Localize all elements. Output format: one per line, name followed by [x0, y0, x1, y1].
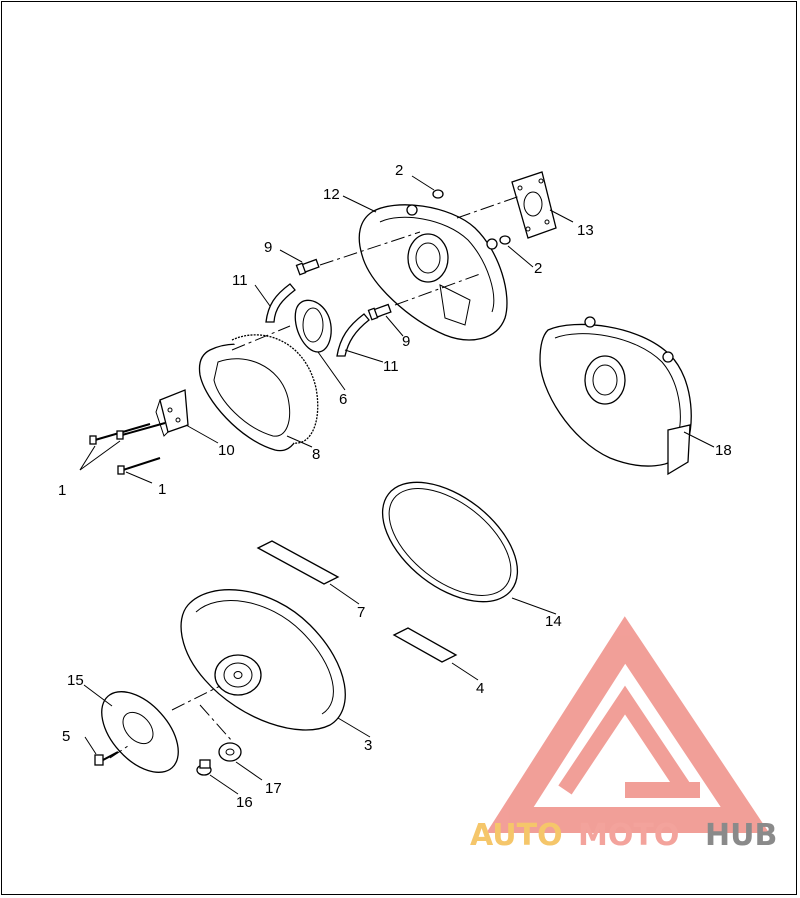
- part-10-bracket: [155, 389, 189, 437]
- callout-12: 12: [323, 186, 340, 203]
- callout-4: 4: [476, 680, 484, 697]
- part-16-fastener: [196, 759, 212, 776]
- watermark-auto: AUTO: [470, 818, 563, 853]
- callout-5: 5: [62, 728, 70, 745]
- part-7-adhesive-strip: [256, 540, 340, 585]
- part-18-backplate-assembly: [539, 316, 692, 476]
- part-15-medallion: [101, 691, 179, 773]
- part-13-gasket: [511, 171, 557, 239]
- watermark-wordmark: AUTO MOTO HUB: [470, 818, 777, 853]
- part-17-washer: [218, 742, 242, 762]
- assembly-centerlines: [109, 195, 521, 759]
- part-9-breather-bolt-upper: [295, 258, 320, 276]
- part-2-oring-upper: [432, 189, 444, 199]
- callout-18: 18: [715, 442, 732, 459]
- part-3-cover: [180, 589, 346, 731]
- part-2-oring-lower: [499, 235, 511, 245]
- callout-14: 14: [545, 613, 562, 630]
- callout-8: 8: [312, 446, 320, 463]
- callout-6: 6: [339, 391, 347, 408]
- part-5-screw: [94, 751, 119, 766]
- leader-lines: [79, 175, 715, 795]
- part-11-hose-lower: [336, 313, 370, 357]
- part-14-trim-ring: [381, 481, 519, 603]
- callout-10: 10: [218, 442, 235, 459]
- callout-16: 16: [236, 794, 253, 811]
- callout-2-lower: 2: [534, 260, 542, 277]
- watermark-logo: [486, 616, 770, 833]
- part-1-screws: [89, 422, 166, 475]
- part-4-adhesive-strip: [392, 627, 458, 663]
- part-9-breather-bolt-lower: [367, 303, 392, 321]
- watermark-hub: HUB: [705, 818, 777, 853]
- callout-7: 7: [357, 604, 365, 621]
- part-11-hose-upper: [265, 283, 296, 323]
- callout-11-lower: 11: [383, 358, 399, 375]
- part-8-filter-element: [198, 334, 319, 452]
- callout-11-upper: 11: [232, 272, 248, 289]
- part-12-backplate: [358, 204, 508, 341]
- callout-2-upper: 2: [395, 162, 403, 179]
- callout-labels: 1 1 2 2 3 4 5 6 7 8 9 9 10 11 11 12 13 1…: [58, 162, 732, 811]
- callout-9-upper: 9: [264, 239, 272, 256]
- callout-1-left: 1: [58, 482, 66, 499]
- callout-1-right: 1: [158, 481, 166, 498]
- callout-13: 13: [577, 222, 594, 239]
- watermark-moto: MOTO: [578, 818, 679, 853]
- callout-15: 15: [67, 672, 84, 689]
- callout-9-lower: 9: [402, 333, 410, 350]
- callout-3: 3: [364, 737, 372, 754]
- part-6-gasket-ring: [294, 299, 332, 353]
- callout-17: 17: [265, 780, 282, 797]
